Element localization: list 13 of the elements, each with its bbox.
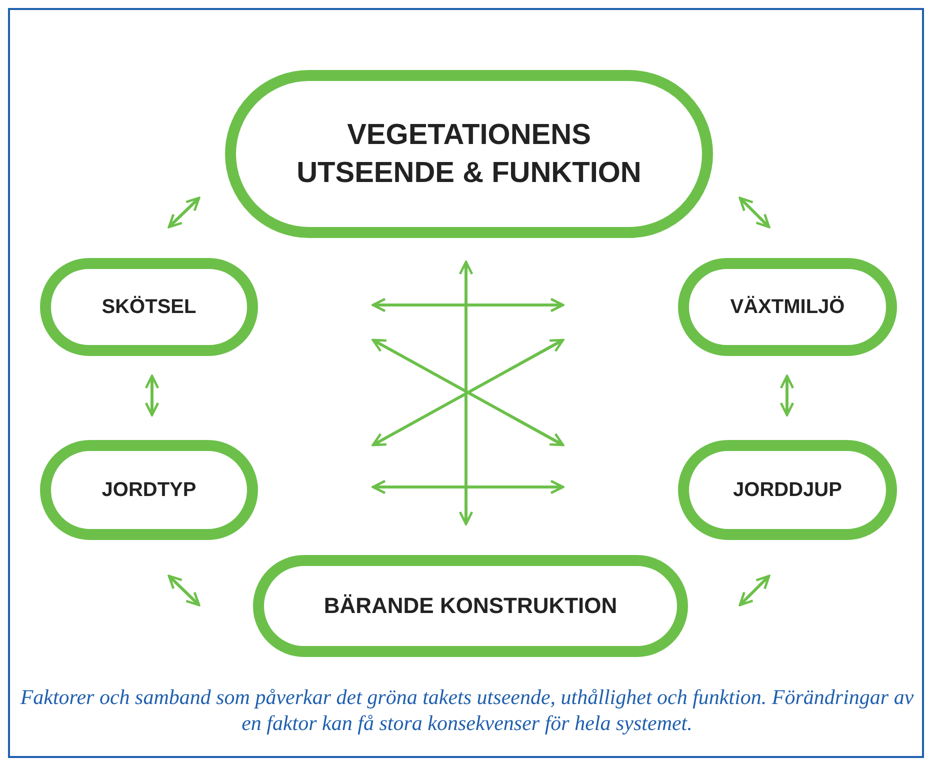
node-label: SKÖTSEL <box>102 295 196 319</box>
double-arrow <box>780 374 794 416</box>
node-label: VÄXTMILJÖ <box>730 295 845 319</box>
node-label: JORDTYP <box>102 478 196 502</box>
double-arrow <box>144 374 160 416</box>
node-label: BÄRANDE KONSTRUKTION <box>324 593 618 619</box>
double-arrow <box>168 574 200 606</box>
caption: Faktorer och samband som påverkar det gröna takets utseende, uthållighet och funktion. Förändringar av en faktor kan få stora konsekvenser för hela systemet. <box>20 684 914 736</box>
double-arrow <box>168 196 200 228</box>
node-label: VEGETATIONENS UTSEENDE & FUNKTION <box>296 118 642 191</box>
double-arrow <box>738 196 770 228</box>
double-arrow <box>738 574 770 606</box>
node-label: JORDDJUP <box>733 478 842 502</box>
